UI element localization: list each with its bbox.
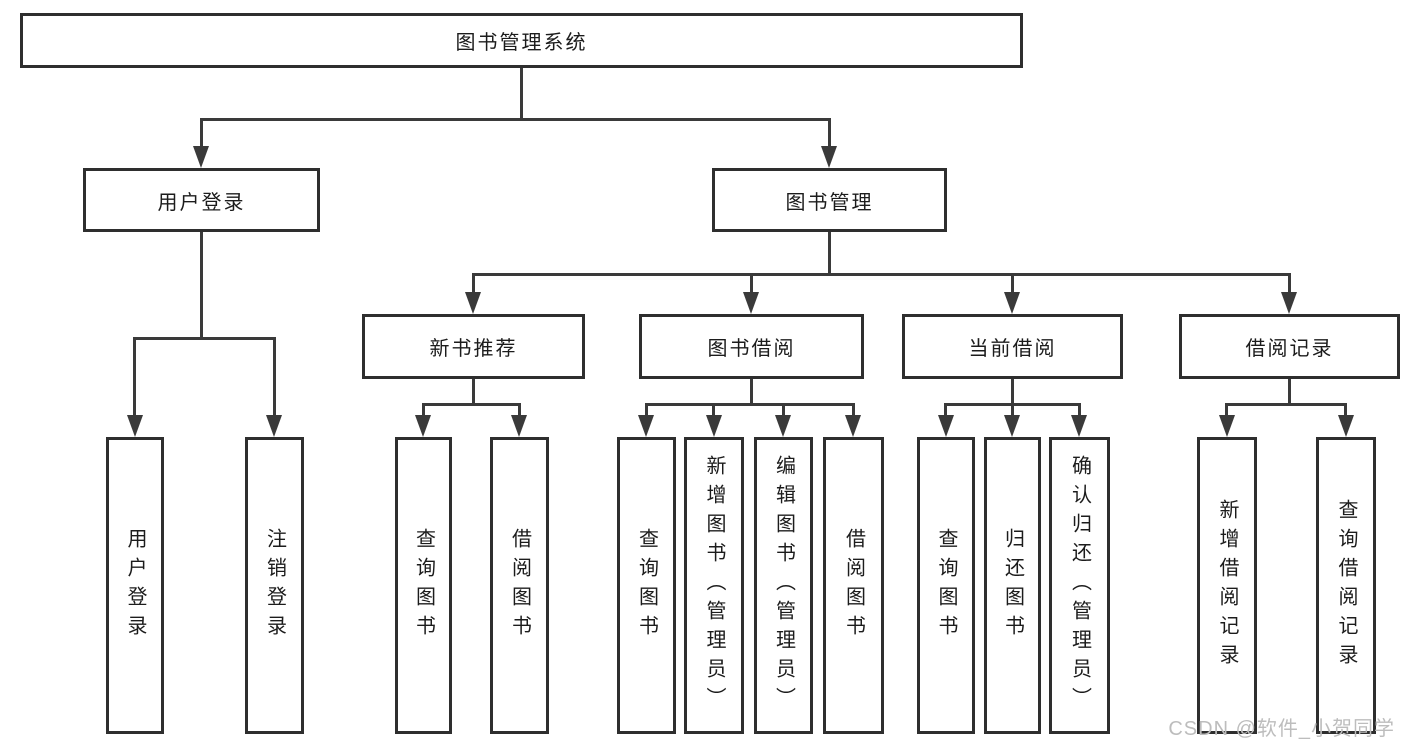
arrow-down-icon [511, 415, 527, 437]
connector-drop [1078, 403, 1081, 417]
connector-new-book-rec-stub [472, 379, 475, 406]
leaf-borrow-books-label: 借阅图书 [842, 527, 865, 644]
node-borrow-records-label: 借阅记录 [1245, 338, 1334, 360]
connector-drop [944, 403, 947, 417]
leaf-user-login-label: 用户登录 [124, 527, 146, 644]
arrow-down-icon [193, 146, 209, 168]
connector-drop [518, 403, 521, 417]
connector-drop [1011, 273, 1014, 294]
connector-drop [472, 273, 475, 294]
node-user-login-label: 用户登录 [157, 191, 246, 214]
arrow-down-icon [743, 292, 759, 314]
node-book-borrow-label: 图书借阅 [707, 338, 796, 360]
connector-drop [133, 337, 136, 417]
node-new-book-recommend-label: 新书推荐 [429, 338, 518, 360]
node-borrow-records: 借阅记录 [1179, 314, 1400, 379]
leaf-recommend-borrow-books: 借阅图书 [490, 437, 549, 734]
leaf-current-query-books-label: 查询图书 [935, 527, 957, 644]
arrow-down-icon [1071, 415, 1087, 437]
arrow-down-icon [1281, 292, 1297, 314]
arrow-down-icon [845, 415, 861, 437]
node-current-borrow: 当前借阅 [902, 314, 1123, 379]
leaf-add-books-admin: 新增图书（管理员） [684, 437, 744, 734]
connector-user-login-split [133, 337, 275, 340]
leaf-query-borrow-record: 查询借阅记录 [1316, 437, 1376, 734]
leaf-confirm-return-admin-label: 确认归还（管理员） [1068, 455, 1091, 716]
connector-root-stub [520, 68, 523, 121]
connector-book-mgmt-stub [828, 232, 831, 276]
connector-current-borrow-stub [1011, 379, 1014, 406]
node-book-borrow: 图书借阅 [639, 314, 864, 379]
arrow-down-icon [821, 146, 837, 168]
connector-drop [1225, 403, 1228, 417]
connector-book-borrow-stub [750, 379, 753, 406]
connector-borrow-records-split [1225, 403, 1347, 406]
connector-drop [1011, 403, 1014, 417]
arrow-down-icon [266, 415, 282, 437]
leaf-user-login: 用户登录 [106, 437, 164, 734]
arrow-down-icon [775, 415, 791, 437]
connector-book-mgmt-split [472, 273, 1290, 276]
leaf-borrow-books: 借阅图书 [823, 437, 884, 734]
node-book-management: 图书管理 [712, 168, 947, 232]
connector-drop [750, 273, 753, 294]
leaf-recommend-query-books: 查询图书 [395, 437, 452, 734]
arrow-down-icon [465, 292, 481, 314]
connector-borrow-records-stub [1288, 379, 1291, 406]
arrow-down-icon [415, 415, 431, 437]
leaf-add-books-admin-label: 新增图书（管理员） [703, 455, 725, 716]
connector-book-borrow-split [645, 403, 854, 406]
leaf-borrow-query-books: 查询图书 [617, 437, 676, 734]
node-book-management-label: 图书管理 [785, 191, 874, 214]
arrow-down-icon [638, 415, 654, 437]
connector-drop [1344, 403, 1347, 417]
node-root-label: 图书管理系统 [455, 32, 588, 54]
csdn-watermark: CSDN @软件_小贺同学 [1168, 718, 1395, 740]
arrow-down-icon [1219, 415, 1235, 437]
connector-drop [828, 118, 831, 148]
connector-new-book-rec-split [422, 403, 521, 406]
connector-drop [645, 403, 648, 417]
leaf-edit-books-admin-label: 编辑图书（管理员） [772, 455, 795, 716]
leaf-borrow-query-books-label: 查询图书 [635, 527, 658, 644]
node-new-book-recommend: 新书推荐 [362, 314, 585, 379]
leaf-query-borrow-record-label: 查询借阅记录 [1335, 498, 1357, 673]
connector-drop [1288, 273, 1291, 294]
arrow-down-icon [127, 415, 143, 437]
arrow-down-icon [938, 415, 954, 437]
leaf-recommend-borrow-books-label: 借阅图书 [508, 527, 531, 644]
leaf-return-books: 归还图书 [984, 437, 1041, 734]
connector-root-split [200, 118, 831, 121]
node-current-borrow-label: 当前借阅 [968, 338, 1057, 360]
arrow-down-icon [1004, 415, 1020, 437]
arrow-down-icon [1338, 415, 1354, 437]
leaf-add-borrow-record-label: 新增借阅记录 [1216, 498, 1238, 673]
arrow-down-icon [1004, 292, 1020, 314]
leaf-current-query-books: 查询图书 [917, 437, 975, 734]
leaf-add-borrow-record: 新增借阅记录 [1197, 437, 1257, 734]
connector-drop [273, 337, 276, 417]
connector-user-login-stub [200, 232, 203, 340]
connector-drop [422, 403, 425, 417]
node-user-login: 用户登录 [83, 168, 320, 232]
connector-drop [712, 403, 715, 417]
arrow-down-icon [706, 415, 722, 437]
leaf-recommend-query-books-label: 查询图书 [412, 527, 435, 644]
connector-drop [782, 403, 785, 417]
connector-drop [852, 403, 855, 417]
leaf-edit-books-admin: 编辑图书（管理员） [754, 437, 813, 734]
leaf-logout: 注销登录 [245, 437, 304, 734]
leaf-logout-label: 注销登录 [263, 527, 286, 644]
leaf-confirm-return-admin: 确认归还（管理员） [1049, 437, 1110, 734]
connector-drop [200, 118, 203, 148]
leaf-return-books-label: 归还图书 [1001, 527, 1024, 644]
node-root: 图书管理系统 [20, 13, 1023, 68]
